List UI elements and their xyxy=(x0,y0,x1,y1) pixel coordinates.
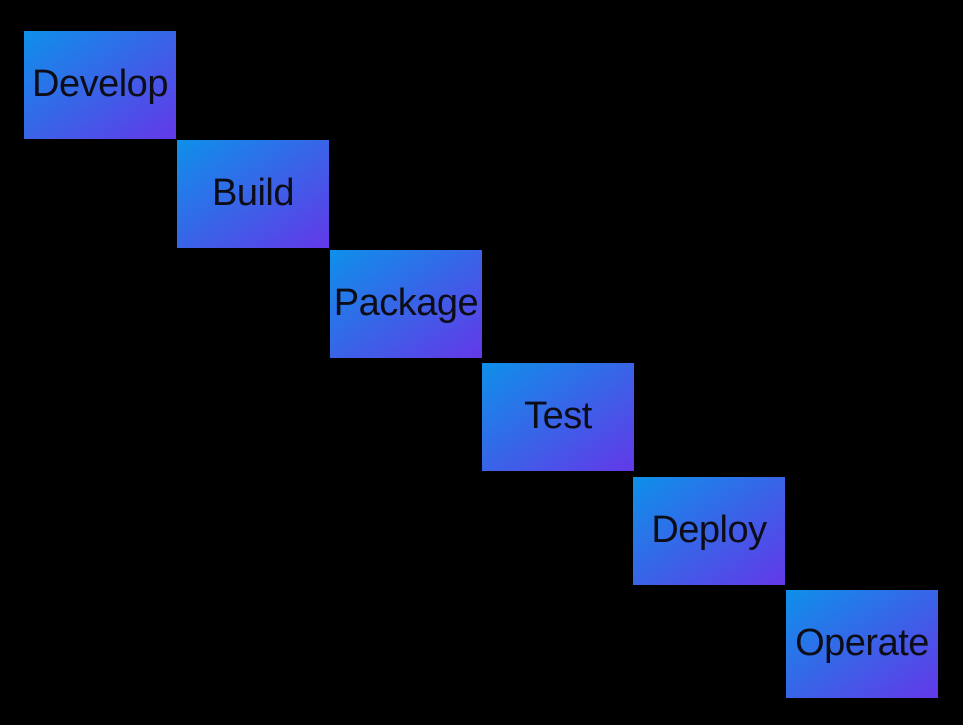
stage-deploy-label: Deploy xyxy=(651,509,767,551)
stage-develop: Develop xyxy=(24,31,176,139)
stage-test: Test xyxy=(482,363,634,471)
stage-build: Build xyxy=(177,140,329,248)
stage-package-label: Package xyxy=(333,282,479,324)
stage-operate: Operate xyxy=(786,590,938,698)
stage-package: Package xyxy=(330,250,482,358)
stage-develop-label: Develop xyxy=(32,63,168,105)
stage-operate-label: Operate xyxy=(795,622,929,664)
stage-deploy: Deploy xyxy=(633,477,785,585)
stage-test-label: Test xyxy=(524,395,592,437)
stage-build-label: Build xyxy=(212,172,295,214)
